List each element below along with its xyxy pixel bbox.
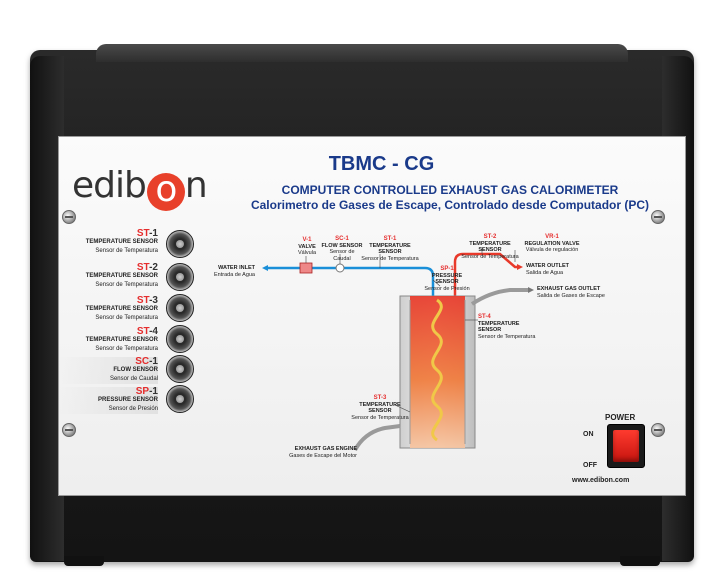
- arrow-icon: [528, 287, 534, 293]
- connector-st2[interactable]: [166, 263, 194, 291]
- model-name: TBMC - CG: [328, 153, 435, 175]
- power-switch[interactable]: [607, 424, 645, 468]
- screw-icon: [651, 423, 665, 437]
- title-spanish: Calorimetro de Gases de Escape, Controla…: [250, 198, 650, 212]
- connector-sp1[interactable]: [166, 385, 194, 413]
- connector-st3[interactable]: [166, 294, 194, 322]
- arrow-icon: [262, 265, 268, 271]
- water-down-pipe: [424, 266, 435, 298]
- cabinet-foot-right: [620, 556, 660, 566]
- website-url: www.edibon.com: [572, 477, 630, 484]
- connector-st4[interactable]: [166, 325, 194, 353]
- cabinet-foot-left: [64, 556, 104, 566]
- screw-icon: [62, 210, 76, 224]
- power-label: POWER: [605, 413, 636, 422]
- power-on-label: ON: [583, 431, 594, 438]
- screw-icon: [651, 210, 665, 224]
- screw-icon: [62, 423, 76, 437]
- connector-sc1[interactable]: [166, 355, 194, 383]
- water-outlet-pipe: [453, 252, 520, 296]
- title-english: COMPUTER CONTROLLED EXHAUST GAS CALORIME…: [281, 183, 619, 197]
- connector-st1[interactable]: [166, 230, 194, 258]
- flow-sensor-icon: [335, 263, 345, 273]
- valve-icon: [299, 262, 313, 274]
- heating-coil: [431, 298, 443, 442]
- exhaust-inlet-pipe: [353, 424, 401, 452]
- power-rocker[interactable]: [613, 430, 639, 462]
- arrow-icon: [517, 264, 523, 270]
- power-off-label: OFF: [583, 462, 597, 469]
- cabinet-top: [96, 44, 628, 62]
- exhaust-outlet-pipe: [470, 288, 530, 306]
